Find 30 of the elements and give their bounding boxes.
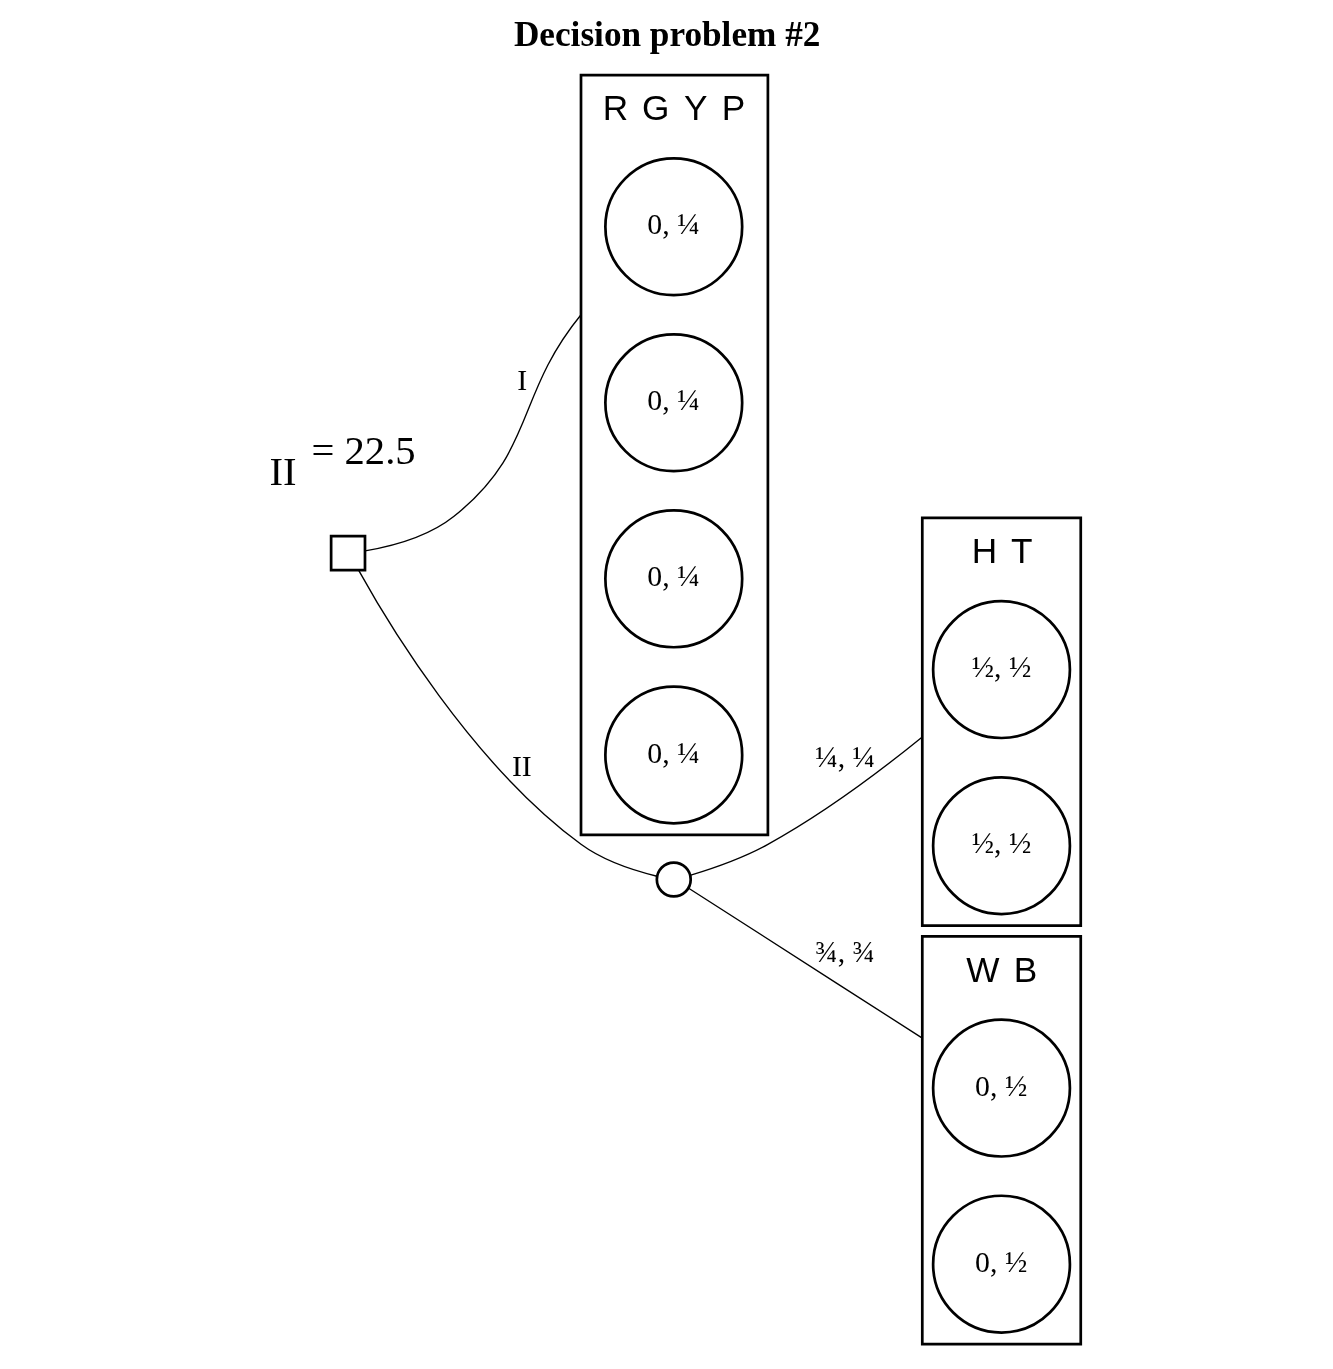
node-label: W xyxy=(965,949,1000,989)
node-circle: ½, ½ xyxy=(931,599,1071,740)
node-label: G xyxy=(641,88,669,128)
edge-label: I xyxy=(516,363,527,397)
node-label: P xyxy=(721,88,745,128)
node-circle: ½, ½ xyxy=(931,775,1071,916)
cluster xyxy=(920,516,1082,927)
cluster xyxy=(920,935,1082,1346)
node-circle: 0, ¼ xyxy=(603,509,744,649)
node-box xyxy=(329,534,366,572)
node-circle: 0, ¼ xyxy=(603,685,744,825)
edge-label: ¾, ¾ xyxy=(814,934,875,968)
node-circle: 0, ¼ xyxy=(603,157,744,297)
node-circle: 0, ¼ xyxy=(603,333,744,473)
node-label: H xyxy=(971,531,997,571)
node-circle xyxy=(655,861,692,898)
node-circle: 0, ½ xyxy=(931,1018,1071,1158)
node-label: R xyxy=(602,88,628,128)
node-label: B xyxy=(1013,949,1037,989)
connector xyxy=(363,314,582,552)
cluster xyxy=(579,73,769,837)
node-circle: 0, ½ xyxy=(931,1194,1071,1334)
connector xyxy=(689,736,923,876)
edge-label: ¼, ¼ xyxy=(814,739,875,773)
node-label: Y xyxy=(683,88,707,128)
connector xyxy=(357,569,658,877)
edge-label: II xyxy=(511,749,532,783)
node-label: T xyxy=(1010,531,1033,571)
connector xyxy=(687,887,923,1039)
diagram-title: Decision problem #2 xyxy=(513,15,820,55)
